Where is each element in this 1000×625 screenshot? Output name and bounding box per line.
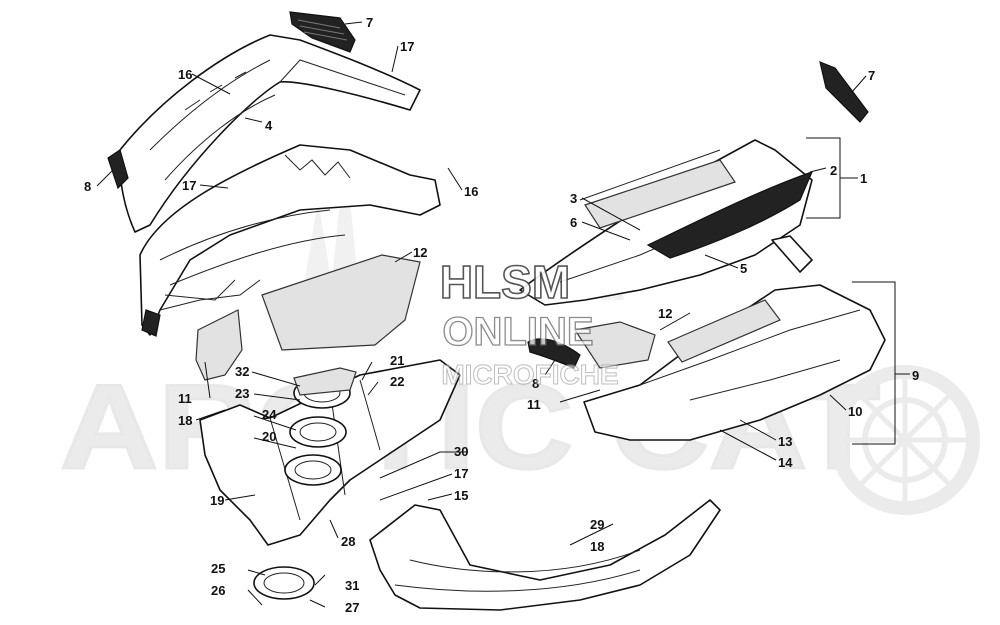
intake-filter-part [253,566,315,600]
callout-23: 23 [235,386,249,401]
callout-9: 9 [912,368,919,383]
callout-29: 29 [590,517,604,532]
watermark-line-microfiche: MICROFICHE [441,359,618,390]
vent-grille-center-part [527,338,581,369]
callout-8-center: 8 [532,376,539,391]
callout-27: 27 [345,600,359,615]
watermark-line-online: ONLINE [442,310,593,354]
callout-11-center: 11 [527,397,541,412]
callout-31: 31 [345,578,359,593]
callout-12-right: 12 [658,306,672,321]
callout-11-left: 11 [178,391,192,406]
foam-pad-large-part [261,254,421,351]
side-panel-lower-foam-part [667,299,781,363]
callout-17-left: 17 [182,178,196,193]
callout-13: 13 [778,434,792,449]
callout-5: 5 [740,261,747,276]
callout-14: 14 [778,455,793,470]
callout-28: 28 [341,534,355,549]
intake-ring-lower-part [284,454,342,486]
callout-15: 15 [454,488,468,503]
callout-16-left: 16 [178,67,192,82]
group-bracket-1 [806,137,858,219]
lower-hood-body-part [139,144,441,336]
callout-18-bottom: 18 [590,539,604,554]
callout-22: 22 [390,374,404,389]
headlight-bracket-part [107,149,129,190]
leader-lines [96,21,867,608]
callout-16-right: 16 [464,184,478,199]
watermark-line-hlsm: HLSM [440,256,570,308]
watermark-text: HLSM ONLINE MICROFICHE [439,255,619,390]
callout-20: 20 [262,429,276,444]
lower-hood-side-grille-part [141,309,161,337]
callout-10: 10 [848,404,862,419]
callout-8-left: 8 [84,179,91,194]
hood-vent-grille-part [289,11,356,53]
callout-labels: 1 2 3 4 5 6 7 7 8 8 9 10 11 11 12 12 13 … [84,15,919,615]
callout-12-left: 12 [413,245,427,260]
callout-2: 2 [830,163,837,178]
callout-4: 4 [265,118,273,133]
callout-21: 21 [390,353,404,368]
foam-pad-center-part [573,321,656,369]
callout-19: 19 [210,493,224,508]
callout-24: 24 [262,407,277,422]
callout-32: 32 [235,364,249,379]
intake-foam-pad-part [293,367,357,396]
callout-18-left: 18 [178,413,192,428]
vent-grille-right-part [819,61,869,123]
side-panel-lower-trim-part [771,235,813,273]
skid-plate-part [369,499,721,611]
callout-30: 30 [454,444,468,459]
callout-1: 1 [860,171,867,186]
callout-17-center: 17 [454,466,468,481]
callout-7-top: 7 [366,15,373,30]
callout-25: 25 [211,561,225,576]
callout-3: 3 [570,191,577,206]
side-panel-foam-part [584,159,736,229]
callout-17-top: 17 [400,39,414,54]
callout-6: 6 [570,215,577,230]
callout-26: 26 [211,583,225,598]
intake-ring-middle-part [289,416,347,448]
group-bracket-9 [852,281,910,445]
upper-hood-part [118,34,421,233]
foam-pad-small-part [195,309,243,381]
callout-7-right: 7 [868,68,875,83]
